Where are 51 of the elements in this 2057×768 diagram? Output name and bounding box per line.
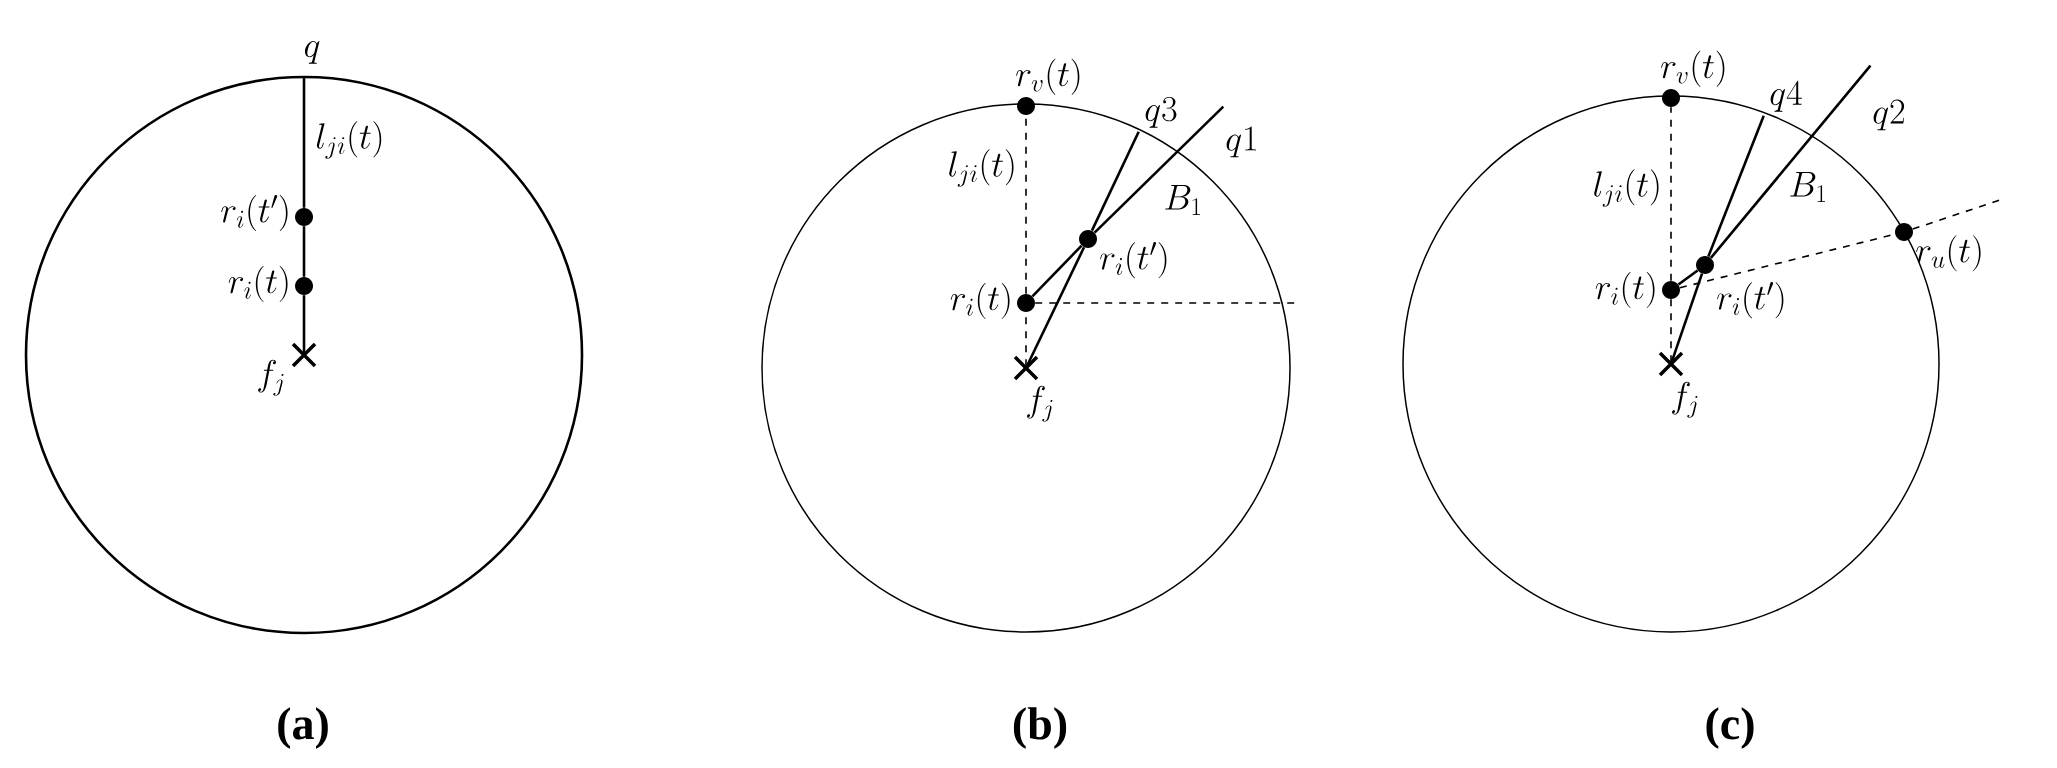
point-dot bbox=[1662, 89, 1680, 107]
line bbox=[1090, 131, 1140, 232]
point-label: $r_i(t')$ bbox=[221, 194, 288, 232]
point-label: $q3$ bbox=[1145, 97, 1177, 128]
line bbox=[1677, 269, 1699, 286]
line bbox=[1025, 246, 1086, 368]
point-dot bbox=[1696, 256, 1714, 274]
line bbox=[1707, 115, 1765, 257]
point-dot bbox=[1017, 294, 1035, 312]
point-dot bbox=[295, 277, 313, 295]
region-label: $B_1$ bbox=[1165, 185, 1201, 215]
point-label: $r_i(t')$ bbox=[1717, 282, 1784, 319]
line bbox=[1031, 244, 1083, 298]
point-label: $q$ bbox=[304, 40, 320, 64]
point-label: $f_j$ bbox=[1672, 381, 1698, 418]
point-label: $r_i(t)$ bbox=[1595, 272, 1655, 308]
edge-label: $l_{ji}(t)$ bbox=[946, 148, 1018, 188]
line bbox=[1670, 273, 1704, 363]
cross-mark bbox=[1658, 351, 1684, 377]
point-dot bbox=[1017, 97, 1035, 115]
point-dot bbox=[1895, 223, 1913, 241]
line bbox=[302, 295, 306, 354]
cross-mark bbox=[291, 342, 317, 368]
line bbox=[1670, 106, 1672, 282]
point-label: $r_i(t)$ bbox=[228, 266, 288, 302]
point-dot bbox=[1079, 230, 1097, 248]
point-label: $r_u(t)$ bbox=[1916, 235, 1981, 272]
point-label: $q4$ bbox=[1770, 80, 1802, 112]
point-label: $f_j$ bbox=[1027, 385, 1053, 422]
line bbox=[302, 77, 306, 208]
region-label: $B_1$ bbox=[1790, 172, 1826, 202]
point-label: $q1$ bbox=[1226, 126, 1256, 158]
point-label: $r_v(t)$ bbox=[1661, 50, 1725, 87]
cross-mark bbox=[1013, 355, 1039, 381]
line bbox=[1670, 298, 1672, 364]
line bbox=[302, 226, 306, 277]
panel-caption: (b) bbox=[1013, 707, 1067, 749]
panel-caption: (c) bbox=[1706, 707, 1754, 749]
line bbox=[1709, 64, 1872, 259]
point-label: $r_i(t)$ bbox=[950, 283, 1010, 319]
point-label: $r_i(t')$ bbox=[1100, 242, 1167, 279]
point-dot bbox=[295, 208, 313, 226]
edge-label: $l_{ji}(t)$ bbox=[1591, 168, 1663, 208]
point-label: $r_v(t)$ bbox=[1016, 58, 1080, 95]
point-dot bbox=[1662, 281, 1680, 299]
line bbox=[1911, 199, 2001, 230]
panel-caption: (a) bbox=[278, 707, 328, 749]
point-label: $q2$ bbox=[1873, 99, 1905, 131]
line bbox=[1093, 105, 1225, 234]
point-label: $f_j$ bbox=[258, 359, 284, 396]
edge-label: $l_{ji}(t)$ bbox=[314, 120, 386, 160]
